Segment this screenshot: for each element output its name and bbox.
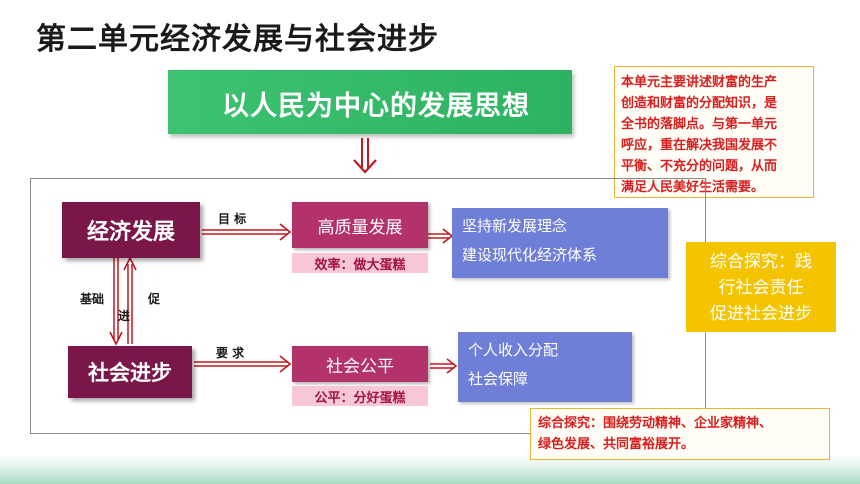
explore-line: 综合探究：践 — [710, 252, 812, 272]
top-note-line: 平衡、不充分的问题，从而 — [621, 159, 778, 174]
economy-box: 经济发展 — [62, 202, 200, 258]
fairness-arrow-icon — [430, 358, 458, 374]
blue-box-bottom: 个人收入分配 社会保障 — [458, 332, 632, 402]
blue-bottom-line: 个人收入分配 — [468, 341, 559, 359]
bottom-note: 综合探究：围绕劳动精神、企业家精神、 绿色发展、共同富裕展开。 — [530, 408, 830, 460]
blue-box-top: 坚持新发展理念 建设现代化经济体系 — [452, 208, 668, 278]
top-note-line: 满足人民美好生活需要。 — [621, 180, 765, 195]
quality-arrow-icon — [428, 228, 454, 244]
promote-label: 促 — [148, 292, 161, 306]
society-box: 社会进步 — [68, 346, 192, 398]
blue-top-line: 坚持新发展理念 — [462, 217, 568, 235]
blue-top-line: 建设现代化经济体系 — [462, 246, 598, 264]
promote-up-arrow-icon — [123, 256, 137, 344]
banner-text: 以人民为中心的发展思想 — [222, 91, 530, 122]
top-note-line: 创造和财富的分配知识，是 — [621, 96, 778, 111]
page-title: 第二单元经济发展与社会进步 — [36, 22, 439, 57]
top-note-line: 全书的落脚点。与第一单元 — [621, 117, 778, 132]
down-chevron-icon — [353, 138, 377, 174]
fairness-tag: 公平：分好蛋糕 — [292, 386, 428, 406]
explore-box: 综合探究：践 行社会责任 促进社会进步 — [686, 242, 836, 332]
require-label: 要 求 — [216, 346, 245, 360]
fairness-box: 社会公平 — [292, 346, 428, 382]
require-arrow-icon — [194, 355, 292, 373]
goal-label: 目 标 — [218, 212, 247, 226]
bottom-note-line: 综合探究：围绕劳动精神、企业家精神、 — [538, 416, 773, 431]
basis-label: 基础 — [80, 292, 105, 306]
bottom-note-line: 绿色发展、共同富裕展开。 — [538, 437, 695, 452]
blue-bottom-line: 社会保障 — [468, 370, 529, 388]
top-note-line: 本单元主要讲述财富的生产 — [621, 75, 778, 90]
explore-line: 促进社会进步 — [710, 304, 812, 324]
top-note-line: 呼应，重在解决我国发展不 — [621, 138, 778, 153]
promote-label-2: 进 — [118, 309, 131, 323]
quality-tag: 效率：做大蛋糕 — [292, 253, 428, 273]
top-note: 本单元主要讲述财富的生产 创造和财富的分配知识，是 全书的落脚点。与第一单元 呼… — [614, 66, 814, 198]
basis-down-arrow-icon — [109, 256, 123, 346]
goal-arrow-icon — [202, 223, 292, 241]
explore-line: 行社会责任 — [718, 278, 804, 298]
banner: 以人民为中心的发展思想 — [168, 70, 572, 134]
quality-box: 高质量发展 — [292, 202, 428, 248]
